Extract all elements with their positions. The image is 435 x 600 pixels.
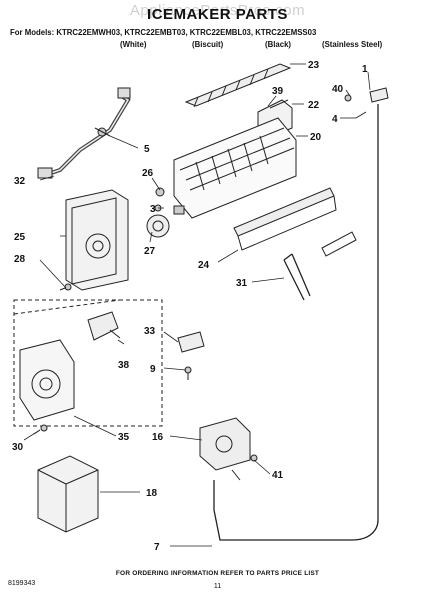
callout-4: 4 (332, 114, 338, 125)
callout-38: 38 (118, 360, 130, 371)
wire-harness-part (37, 87, 131, 179)
callout-41: 41 (272, 470, 284, 481)
ice-mold-part (173, 117, 297, 219)
callout-26: 26 (142, 168, 154, 179)
motor-part (87, 311, 121, 341)
watermark-text: AppliancePartsPros.com (129, 2, 306, 19)
model-list: For Models: KTRC22EMWH03, KTRC22EMBT03, … (10, 28, 317, 37)
dashed-assembly-box (13, 299, 163, 427)
callout-39: 39 (272, 86, 284, 97)
callout-9: 9 (150, 364, 156, 375)
callout-20: 20 (310, 132, 322, 143)
callout-32: 32 (14, 176, 26, 187)
callout-27: 27 (144, 246, 156, 257)
callout-24: 24 (198, 260, 210, 271)
fastener-parts (154, 187, 185, 215)
callout-28: 28 (14, 254, 26, 265)
small-bracket-part (177, 331, 205, 353)
document-number: 8199343 (8, 580, 36, 587)
leader-lines (23, 63, 371, 547)
callout-30: 30 (12, 442, 24, 453)
ordering-info-footer: FOR ORDERING INFORMATION REFER TO PARTS … (115, 570, 320, 577)
callout-3: 3 (150, 204, 156, 215)
thermostat-part (146, 214, 170, 238)
callout-18: 18 (146, 488, 158, 499)
callout-22: 22 (308, 100, 320, 111)
ejector-blade-part (184, 63, 292, 108)
callout-31: 31 (236, 278, 248, 289)
bracket-part (233, 187, 337, 251)
water-valve-part (199, 417, 251, 481)
callout-40: 40 (332, 84, 344, 95)
insulation-block-part (37, 455, 99, 533)
gear-housing-part (19, 339, 75, 421)
clip-part (94, 127, 111, 137)
page-number: 11 (213, 583, 222, 590)
color-label-white: (White) (120, 40, 147, 49)
callout-35: 35 (118, 432, 130, 443)
color-label-stainless: (Stainless Steel) (322, 40, 383, 49)
callout-5: 5 (144, 144, 150, 155)
shutoff-arm-part (283, 231, 357, 301)
screw-part-41 (250, 454, 258, 462)
callout-23: 23 (308, 60, 320, 71)
callout-16: 16 (152, 432, 164, 443)
callout-33: 33 (144, 326, 156, 337)
fill-tube-part (213, 104, 379, 541)
color-label-biscuit: (Biscuit) (192, 40, 224, 49)
callout-7: 7 (154, 542, 160, 553)
callout-25: 25 (14, 232, 26, 243)
color-label-black: (Black) (265, 40, 291, 49)
callout-1: 1 (362, 64, 368, 75)
fill-cup-parts (269, 87, 389, 119)
control-module-part (65, 189, 129, 291)
page-title: ICEMAKER PARTS (147, 6, 288, 23)
screw-part-9 (184, 366, 192, 380)
